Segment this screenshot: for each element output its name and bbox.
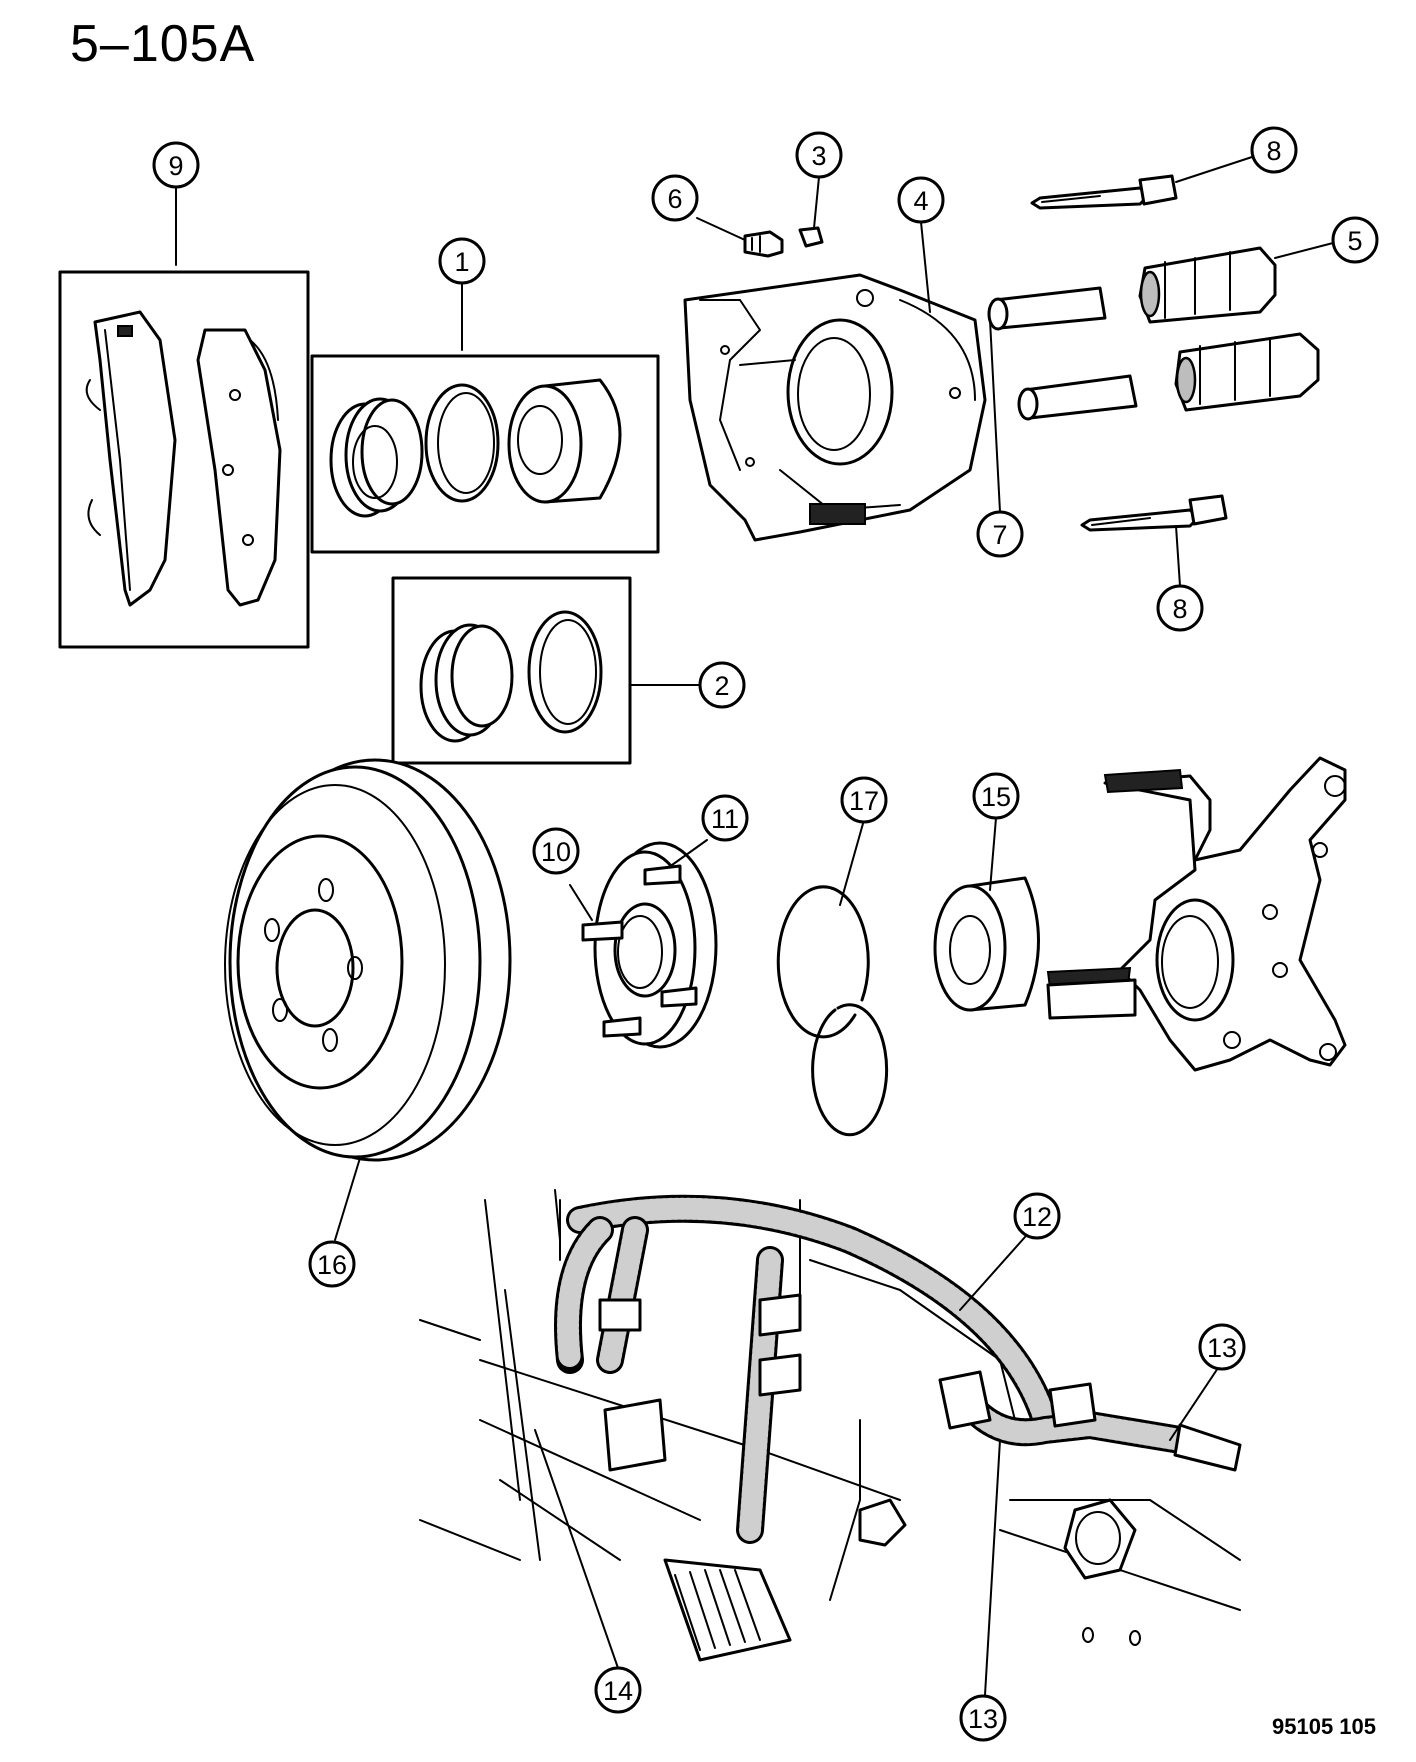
steering-knuckle	[1046, 756, 1347, 1072]
svg-text:16: 16	[317, 1250, 347, 1280]
brake-hose-vertical	[554, 1216, 784, 1544]
figure-code: 95105 105	[1272, 1714, 1376, 1739]
svg-text:17: 17	[849, 786, 879, 816]
svg-text:13: 13	[968, 1704, 998, 1734]
callout-3: 3	[795, 131, 843, 179]
svg-text:1: 1	[454, 247, 469, 277]
piston-seal-kit	[310, 354, 660, 554]
callout-4: 4	[897, 176, 945, 224]
callout-17: 17	[840, 776, 888, 824]
hose-fittings	[598, 1293, 1097, 1662]
brake-pad-set	[58, 270, 310, 649]
svg-text:4: 4	[913, 186, 928, 216]
guide-pin-bolt-upper	[1030, 174, 1178, 210]
callout-6: 6	[651, 174, 699, 222]
callout-2: 2	[698, 661, 746, 709]
guide-pin-sleeve-upper	[987, 286, 1107, 331]
bleeder-cap	[798, 226, 824, 248]
bleeder-screw	[743, 230, 784, 258]
wheel-studs	[581, 864, 698, 1038]
svg-text:2: 2	[714, 671, 729, 701]
svg-text:6: 6	[667, 184, 682, 214]
svg-text:9: 9	[168, 151, 183, 181]
callout-9: 9	[152, 141, 200, 189]
callout-12: 12	[1013, 1192, 1061, 1240]
guide-pin-bolt-lower	[1080, 494, 1228, 532]
svg-text:8: 8	[1172, 594, 1187, 624]
bushing-lower	[1174, 332, 1320, 412]
wheel-bearing	[933, 876, 1040, 1012]
retaining-ring	[776, 885, 889, 1137]
page-title: 5–105A	[70, 15, 256, 73]
callout-14: 14	[594, 1666, 642, 1714]
callout-5: 5	[1331, 216, 1379, 264]
svg-text:14: 14	[603, 1676, 633, 1706]
callout-15: 15	[972, 772, 1020, 820]
brake-hose-13	[956, 1391, 1242, 1472]
svg-text:13: 13	[1207, 1333, 1237, 1363]
callout-11: 11	[701, 794, 749, 842]
svg-text:12: 12	[1022, 1202, 1052, 1232]
callout-7: 7	[976, 510, 1024, 558]
brake-hose-12	[566, 1194, 1059, 1434]
chassis-outline	[419, 1189, 1241, 1646]
svg-text:7: 7	[992, 520, 1007, 550]
svg-text:11: 11	[711, 804, 739, 834]
svg-text:3: 3	[811, 141, 826, 171]
guide-pin-sleeve-lower	[1017, 374, 1138, 421]
callout-13a: 13	[1198, 1323, 1246, 1371]
caliper	[683, 273, 987, 542]
boot-seal-kit	[391, 576, 632, 765]
leader-lines	[175, 156, 1334, 1696]
brake-rotor	[224, 758, 512, 1162]
svg-text:15: 15	[981, 782, 1011, 812]
bushing-upper	[1138, 246, 1277, 324]
callout-13b: 13	[959, 1694, 1007, 1742]
callout-1: 1	[438, 237, 486, 285]
svg-text:5: 5	[1347, 226, 1362, 256]
callout-16: 16	[308, 1240, 356, 1288]
svg-text:8: 8	[1266, 136, 1281, 166]
callout-8b: 8	[1156, 584, 1204, 632]
callout-10: 10	[532, 827, 580, 875]
callout-8a: 8	[1250, 126, 1298, 174]
svg-text:10: 10	[541, 837, 571, 867]
